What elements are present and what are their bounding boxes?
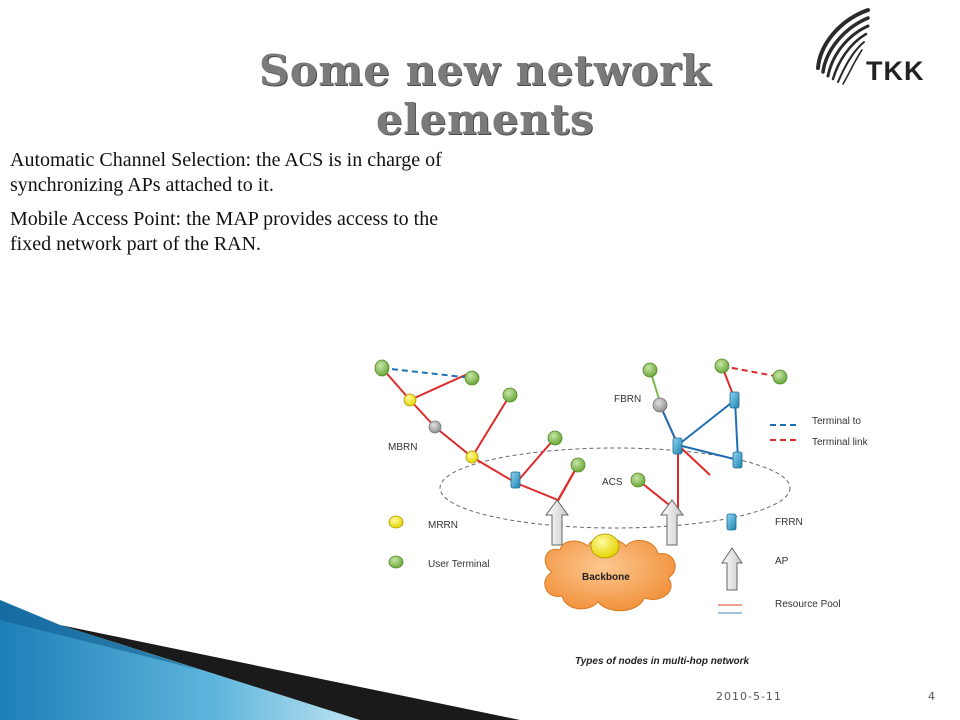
decorative-swoosh [0, 600, 520, 720]
mbrn-links [381, 367, 679, 516]
acs-label: ACS [602, 477, 623, 488]
backbone-label: Backbone [582, 572, 630, 583]
tkk-logo [816, 8, 870, 85]
acs-region [439, 447, 791, 529]
terminal-link-red-dashed [721, 365, 781, 378]
fbrn-label: FBRN [614, 394, 641, 405]
terminal-link-blue-dashed [381, 367, 473, 379]
legend: Terminal to Terminal link MRRN User Term… [388, 416, 869, 614]
mrrn-nodes [403, 393, 479, 464]
network-diagram: FBRN MBRN ACS Backbone Terminal to Termi… [374, 358, 869, 667]
legend-user-terminal: User Terminal [428, 559, 490, 570]
legend-frrn: FRRN [775, 517, 803, 528]
acs-paragraph: Automatic Channel Selection: the ACS is … [10, 149, 442, 197]
mbrn-label: MBRN [388, 442, 417, 453]
legend-terminal-link-1: Terminal to [812, 416, 861, 427]
legend-terminal-link-2: Terminal link [812, 437, 869, 448]
slide-title: Some new network elements [258, 46, 712, 144]
legend-mrrn: MRRN [428, 520, 458, 531]
grey-nodes [428, 397, 668, 434]
user-terminal-nodes [374, 358, 788, 488]
fbrn-blue-links [659, 399, 739, 461]
page-number: 4 [928, 690, 935, 703]
logo-text: TKK [866, 56, 925, 86]
map-paragraph: Mobile Access Point: the MAP provides ac… [10, 207, 439, 256]
diagram-caption: Types of nodes in multi-hop network [575, 656, 750, 667]
body-text: Automatic Channel Selection: the ACS is … [10, 148, 475, 266]
legend-resource-pool: Resource Pool [775, 599, 841, 610]
frrn-nodes [510, 391, 743, 489]
ap-arrows [545, 499, 684, 546]
legend-ap: AP [775, 556, 789, 567]
backbone-cloud: Backbone [544, 533, 676, 612]
footer-date: 2010-5-11 [716, 690, 782, 703]
